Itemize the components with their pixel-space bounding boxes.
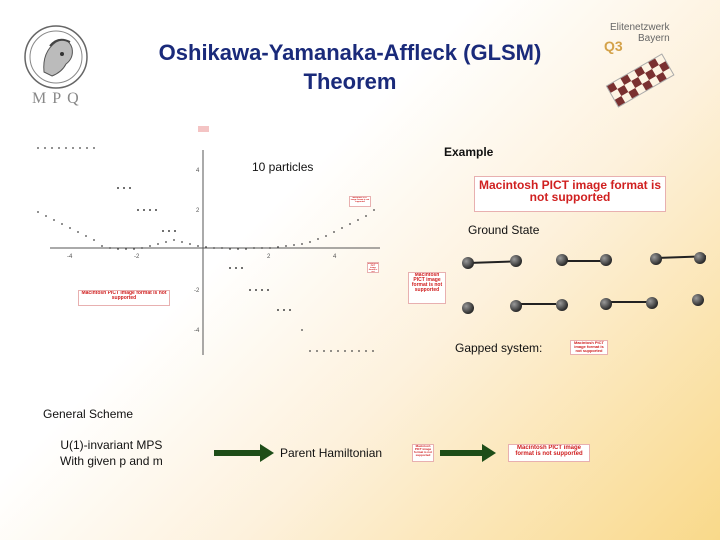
pict-placeholder-example: Macintosh PICT image format is not suppo… [474, 176, 666, 212]
particle [646, 297, 658, 309]
pict-placeholder-parent: Macintosh PICT image format is not suppo… [412, 444, 434, 462]
x-tick-2: 2 [267, 254, 271, 260]
ground-state-chain [462, 252, 712, 275]
elite-line-1: Elitenetzwerk [610, 22, 670, 33]
elite-line-2: Bayern [638, 33, 670, 44]
mpq-logo: MPQ [22, 22, 90, 110]
mpq-text: MPQ [32, 90, 85, 107]
pict-placeholder-gapped: Macintosh PICT image format is not suppo… [570, 340, 608, 355]
y-tick-2: 2 [196, 208, 200, 214]
title-line-1: Oshikawa-Yamanaka-Affleck (GLSM) [158, 40, 542, 65]
mps-label: U(1)-invariant MPS With given p and m [60, 437, 163, 469]
general-scheme-label: General Scheme [43, 407, 134, 421]
arrow-1 [214, 444, 274, 462]
gapped-system-label: Gapped system: [455, 341, 543, 355]
elite-mark: Q3 [604, 38, 623, 54]
pict-placeholder-small-2: Macintosh PICT image format is not suppo… [367, 262, 379, 273]
particle [692, 294, 704, 306]
mps-line-1: U(1)-invariant MPS [60, 438, 163, 452]
x-tick-4: 4 [333, 254, 337, 260]
pict-placeholder-result: Macintosh PICT image format is not suppo… [508, 444, 590, 462]
particle [462, 257, 474, 269]
minerva-emblem-icon [24, 25, 88, 89]
ground-state-label: Ground State [468, 223, 540, 237]
x-tick-neg2: -2 [134, 254, 140, 260]
plot-dots [37, 147, 375, 352]
y-tick-neg4: -4 [194, 328, 200, 334]
particle [600, 254, 612, 266]
second-chain [462, 294, 712, 314]
pict-placeholder-small-1: Macintosh PICT image format is not suppo… [349, 196, 371, 207]
particle [462, 302, 474, 314]
y-tick-neg2: -2 [194, 288, 200, 294]
particle [510, 300, 522, 312]
particle [600, 298, 612, 310]
pict-placeholder-plot-left: Macintosh PICT image format is not suppo… [78, 290, 170, 306]
particle [556, 299, 568, 311]
pict-placeholder-plot-right: Macintosh PICT image format is not suppo… [408, 272, 446, 304]
particle [694, 252, 706, 264]
title-line-2: Theorem [303, 69, 397, 94]
pict-placeholder-tiny [198, 126, 209, 132]
particles-label: 10 particles [252, 160, 314, 174]
particle [650, 253, 662, 265]
parent-hamiltonian-label: Parent Hamiltonian [280, 446, 383, 460]
y-tick-4: 4 [196, 168, 200, 174]
x-tick-neg4: -4 [67, 254, 73, 260]
particle [510, 255, 522, 267]
slide-title: Oshikawa-Yamanaka-Affleck (GLSM) Theorem [120, 38, 580, 96]
mps-line-2: With given p and m [60, 454, 163, 468]
particle [556, 254, 568, 266]
dispersion-plot: -4 -2 2 4 4 2 -2 -4 [37, 147, 380, 355]
arrow-2 [440, 444, 500, 462]
example-label: Example [444, 145, 494, 159]
elitenetzwerk-logo: Elitenetzwerk Bayern Q3 [598, 22, 708, 112]
bavarian-diamond-icon [605, 53, 675, 108]
